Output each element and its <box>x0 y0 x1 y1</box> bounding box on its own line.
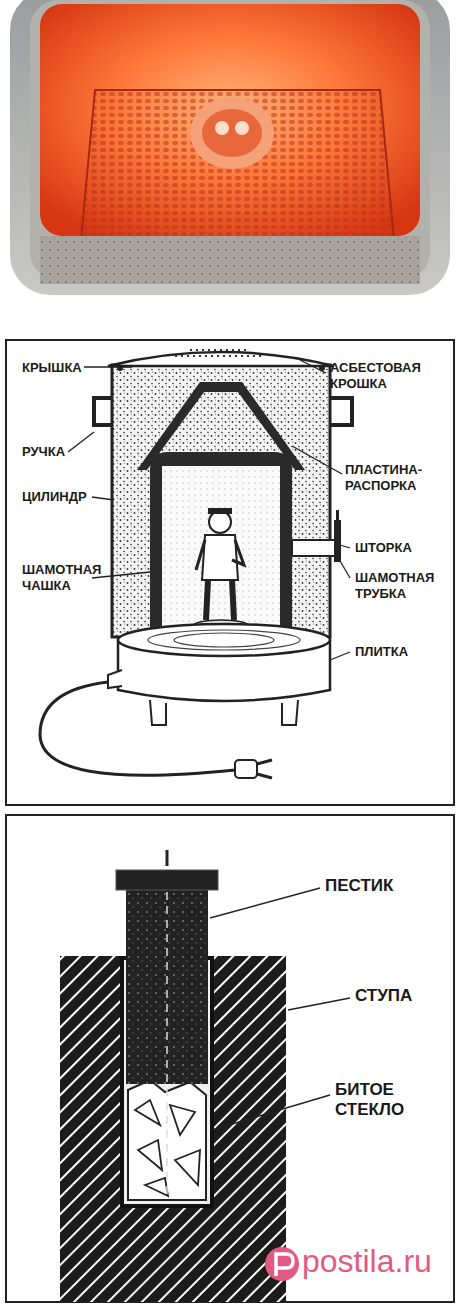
part-label: ШАМОТНАЯ ЧАШКА <box>22 562 102 593</box>
part-label: КРЫШКА <box>22 360 92 376</box>
part-label: БИТОЕ СТЕКЛО <box>335 1080 420 1121</box>
part-label: РУЧКА <box>22 444 92 460</box>
part-label: ЦИЛИНДР <box>22 489 102 505</box>
watermark: postila.ru <box>302 1242 432 1280</box>
part-label: ПЕСТИК <box>325 876 435 896</box>
part-label: ПЛАСТИНА-РАСПОРКА <box>345 462 445 493</box>
part-label: ШАМОТНАЯ ТРУБКА <box>355 570 445 601</box>
part-label: СТУПА <box>355 986 445 1006</box>
part-label: ПЛИТКА <box>355 644 445 660</box>
part-label: АСБЕСТОВАЯ КРОШКА <box>330 360 440 391</box>
part-label: ШТОРКА <box>355 540 445 556</box>
